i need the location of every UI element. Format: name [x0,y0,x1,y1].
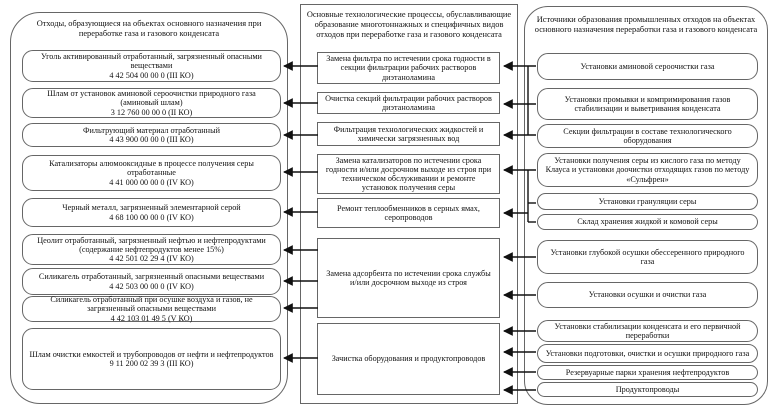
source-box-7: Установки глубокой осушки обессеренного … [537,240,758,274]
process-box-7: Зачистка оборудования и продуктопроводов [317,323,500,395]
waste-name: Шлам очистки емкостей и трубопроводов от… [29,349,274,359]
source-box-9: Установки стабилизации конденсата и его … [537,320,758,342]
waste-code: 4 43 900 00 00 0 (III КО) [109,135,194,144]
process-box-1: Замена фильтра по истечении срока годнос… [317,52,500,84]
waste-code: 9 11 200 02 39 3 (III КО) [109,359,194,368]
waste-name: Шлам от установок аминовой сероочистки п… [47,89,256,108]
waste-code: 3 12 760 00 00 0 (II КО) [110,107,193,117]
waste-box-8: Силикагель отработанный при осушке возду… [22,295,281,323]
process-box-4: Замена катализаторов по истечении срока … [317,154,500,194]
source-box-8: Установки осушки и очистки газа [537,282,758,308]
waste-name: Уголь активированный отработанный, загря… [41,52,262,71]
waste-box-9: Шлам очистки емкостей и трубопроводов от… [22,328,281,390]
source-box-2: Установки промывки и компримирования газ… [537,88,758,120]
source-box-3: Секции фильтрации в составе технологичес… [537,124,758,148]
waste-box-5: Черный металл, загрязненный элементарной… [22,198,281,227]
waste-name: Фильтрующий материал отработанный [83,125,220,135]
source-box-5: Установки грануляции серы [537,193,758,210]
waste-name: Катализаторы алюмооксидные в процессе по… [49,159,254,178]
source-box-12: Продуктопроводы [537,382,758,397]
process-column-header: Основные технологические процессы, обусл… [306,10,512,39]
waste-code: 4 42 103 01 49 5 (V КО) [110,313,193,323]
waste-box-6: Цеолит отработанный, загрязненный нефтью… [22,234,281,265]
source-box-4: Установки получения серы из кислого газа… [537,153,758,187]
waste-name: Черный металл, загрязненный элементарной… [62,203,241,213]
source-box-1: Установки аминовой сероочистки газа [537,53,758,80]
source-box-10: Установки подготовки, очистки и осушки п… [537,344,758,363]
process-box-2: Очистка секций фильтрации рабочих раство… [317,92,500,114]
process-box-6: Замена адсорбента по истечении срока слу… [317,238,500,318]
waste-code: 4 42 504 00 00 0 (III КО) [109,70,194,80]
waste-name: Силикагель отработанный при осушке возду… [50,295,253,314]
waste-name: Силикагель отработанный, загрязненный оп… [38,272,265,282]
waste-column-header: Отходы, образующиеся на объектах основно… [36,19,262,38]
source-box-11: Резервуарные парки хранения нефтепродукт… [537,365,758,380]
source-box-6: Склад хранения жидкой и комовой серы [537,214,758,230]
waste-box-4: Катализаторы алюмооксидные в процессе по… [22,155,281,191]
waste-name: Цеолит отработанный, загрязненный нефтью… [37,235,266,254]
waste-code: 4 42 503 00 00 0 (IV КО) [109,281,194,291]
waste-box-1: Уголь активированный отработанный, загря… [22,50,281,82]
process-box-5: Ремонт теплообменников в серных ямах, се… [317,198,500,228]
waste-box-2: Шлам от установок аминовой сероочистки п… [22,88,281,118]
waste-box-3: Фильтрующий материал отработанный 4 43 9… [22,123,281,147]
waste-box-7: Силикагель отработанный, загрязненный оп… [22,268,281,295]
waste-code: 4 42 501 02 29 4 (IV КО) [109,254,194,264]
process-box-3: Фильтрация технологических жидкостей и х… [317,122,500,146]
waste-code: 4 68 100 00 00 0 (IV КО) [109,212,194,222]
waste-code: 4 41 000 00 00 0 (IV КО) [109,177,194,187]
source-column-header: Источники образования промышленных отход… [534,15,758,34]
